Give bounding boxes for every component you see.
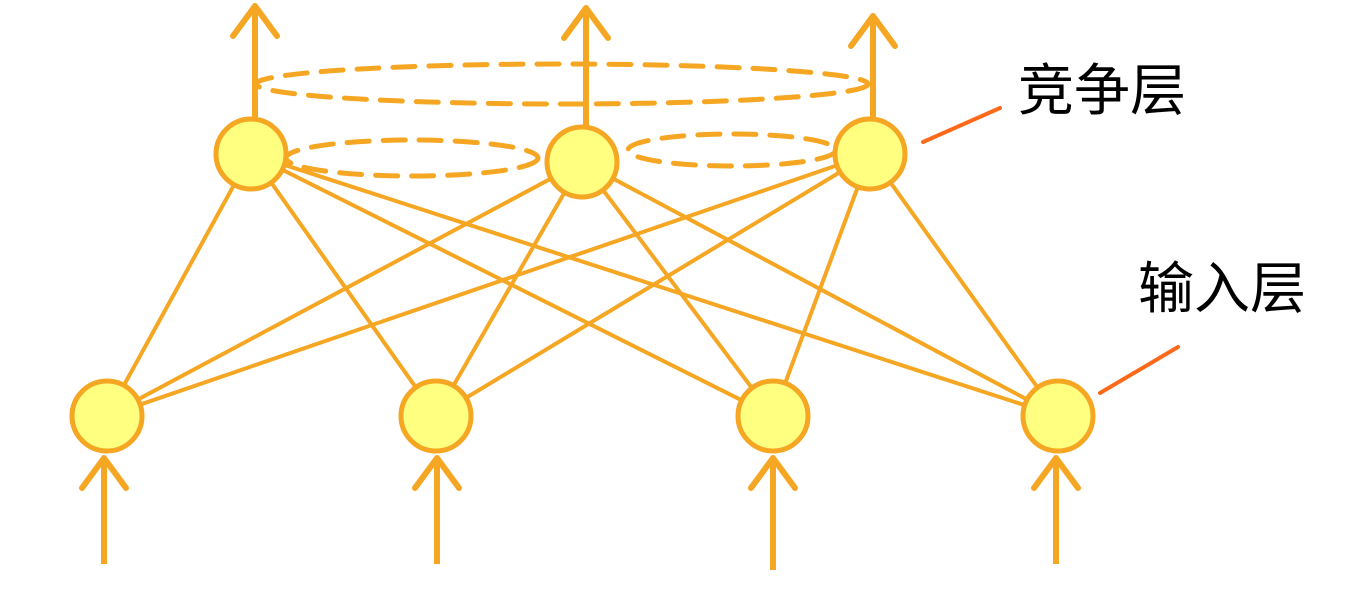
input-node-1 [69,378,145,454]
input-arrows [79,455,1081,570]
competition-node-3 [832,116,908,192]
input-layer [69,378,1096,454]
competition-label-leader [921,106,1002,144]
connection-in2-c2 [434,160,584,418]
connection-in3-c2 [580,160,775,418]
connections [105,152,1060,418]
input-node-3 [735,378,811,454]
competition-layer [213,116,908,200]
input-layer-label: 输入层 [1138,257,1306,322]
output-arrow-1 [230,3,280,118]
input-node-4 [1020,378,1096,454]
connection-in4-c2 [580,160,1060,418]
lateral-connection-outer [253,61,871,107]
connection-in2-c1 [249,152,438,418]
connection-in1-c3 [105,152,872,418]
competition-node-1 [213,116,289,192]
connection-in4-c3 [868,152,1060,418]
input-arrow-3 [748,455,798,570]
lateral-connection-left [283,137,541,179]
output-arrow-2 [561,5,611,126]
competition-layer-label: 竞争层 [1018,59,1186,124]
input-arrow-4 [1031,455,1081,564]
lateral-connection-right [625,131,839,169]
output-arrow-3 [848,13,898,118]
connection-in1-c1 [105,152,253,418]
input-arrow-1 [79,455,129,564]
input-arrow-2 [412,455,462,564]
output-arrows [230,3,898,126]
connection-in3-c1 [249,152,775,418]
competition-node-2 [544,124,620,200]
input-node-2 [398,378,474,454]
connection-in4-c1 [249,152,1060,418]
input-label-leader [1098,345,1180,395]
connection-in3-c3 [771,152,872,418]
